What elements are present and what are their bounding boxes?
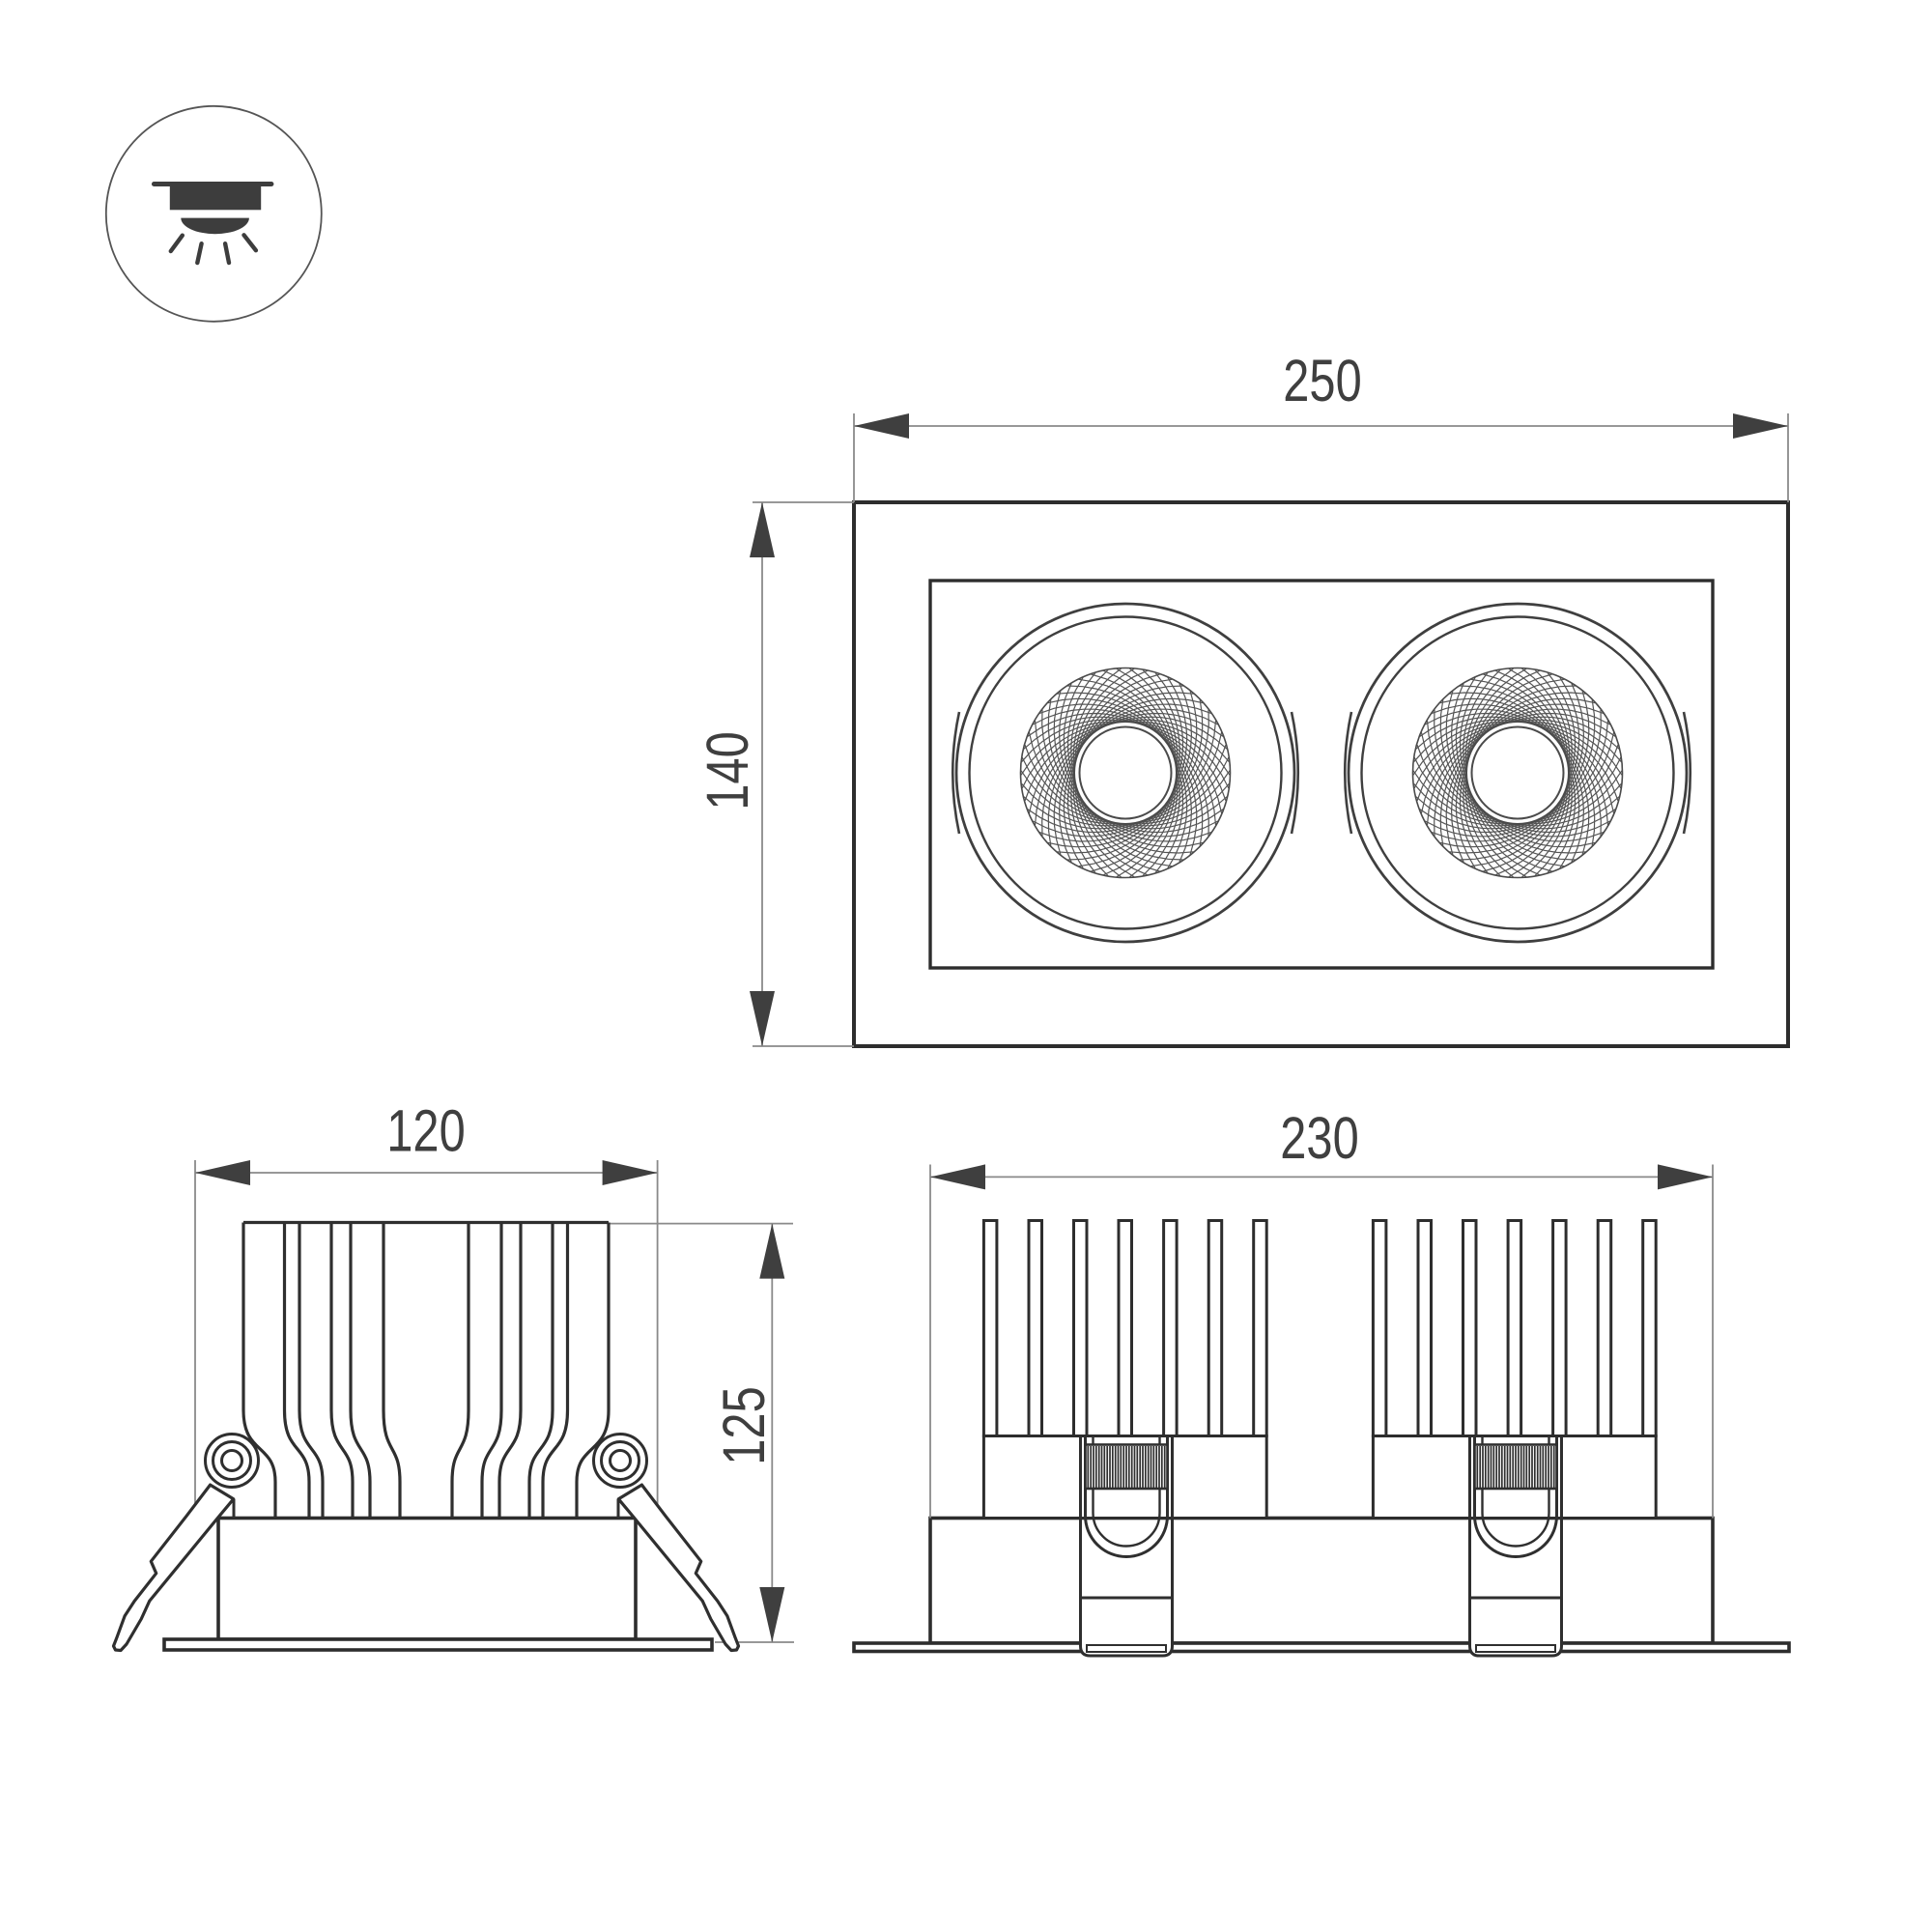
svg-text:125: 125 xyxy=(711,1386,777,1464)
svg-text:250: 250 xyxy=(1283,348,1361,413)
svg-text:140: 140 xyxy=(695,731,760,810)
svg-text:120: 120 xyxy=(386,1097,465,1163)
svg-text:230: 230 xyxy=(1280,1105,1358,1171)
